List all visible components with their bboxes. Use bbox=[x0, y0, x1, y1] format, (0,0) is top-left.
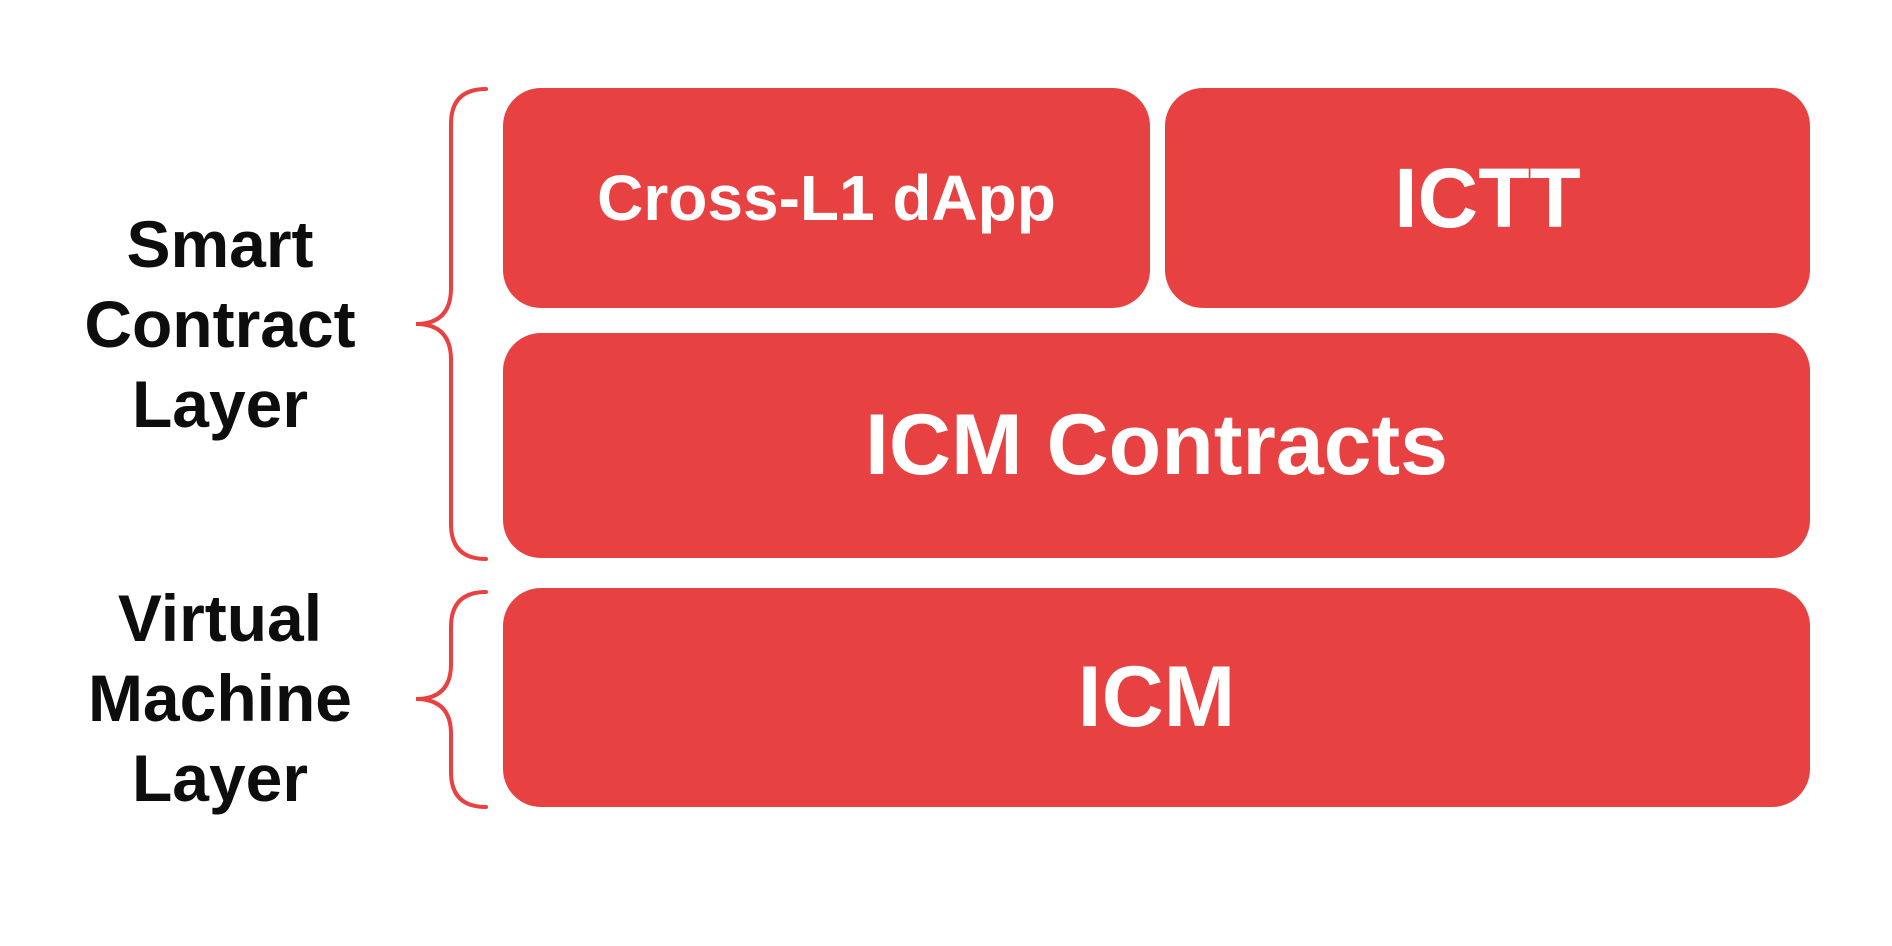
layer-label-line: Smart bbox=[126, 207, 314, 281]
box-icm: ICM bbox=[503, 588, 1810, 807]
layer-label-line: Layer bbox=[131, 367, 309, 441]
label-virtual-machine-layer: Virtual Machine Layer bbox=[40, 578, 400, 818]
layer-label-line: Virtual bbox=[117, 581, 323, 655]
layer-label-line: Contract bbox=[84, 287, 356, 361]
box-cross-l1-dapp: Cross-L1 dApp bbox=[503, 88, 1150, 308]
label-smart-contract-layer: Smart Contract Layer bbox=[40, 204, 400, 444]
layer-label-line: Machine bbox=[87, 661, 353, 735]
layer-label-line: Layer bbox=[131, 741, 309, 815]
curly-brace-smart-contract-layer-icon bbox=[415, 87, 488, 561]
box-ictt: ICTT bbox=[1165, 88, 1810, 308]
curly-brace-virtual-machine-layer-icon bbox=[415, 590, 488, 809]
box-icm-contracts: ICM Contracts bbox=[503, 333, 1810, 558]
